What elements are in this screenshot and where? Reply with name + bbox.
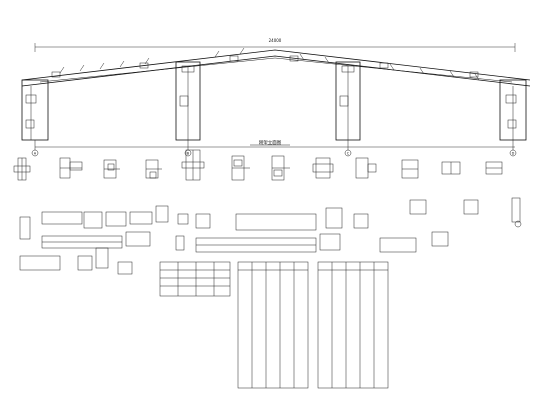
tables bbox=[159, 261, 389, 389]
axis-label-d: D bbox=[512, 152, 515, 156]
axis-label-a: A bbox=[34, 152, 37, 156]
axis-label-b: B bbox=[187, 152, 190, 156]
portal-frame-elevation: 24000 bbox=[21, 38, 531, 157]
axis-label-c: C bbox=[347, 152, 350, 156]
svg-text:24000: 24000 bbox=[269, 38, 282, 43]
frame-caption: 刚架立面图 bbox=[259, 139, 282, 146]
connection-details-row bbox=[13, 149, 503, 181]
member-details bbox=[19, 197, 522, 275]
